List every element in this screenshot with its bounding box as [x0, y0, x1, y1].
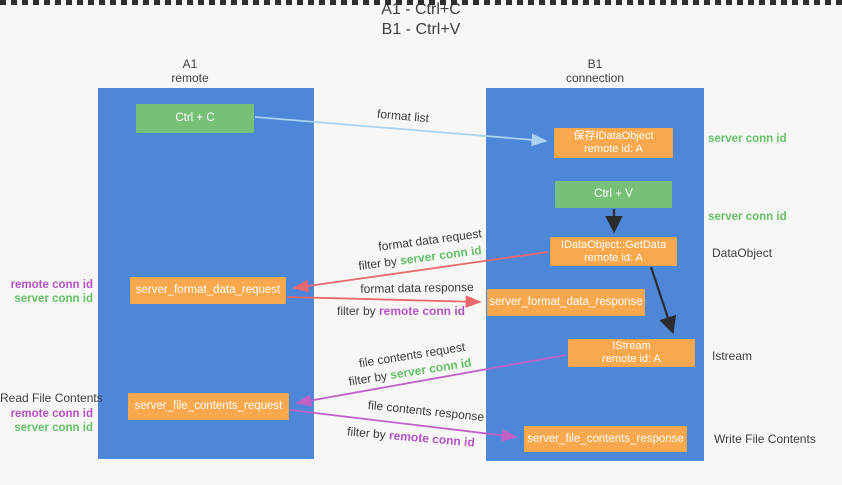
diagram-title: A1 - Ctrl+C B1 - Ctrl+V: [0, 0, 842, 40]
label-format-list: format list: [376, 106, 430, 126]
annotation-read-file-contents: Read File Contents: [0, 391, 103, 405]
node-save-dataobject: 保存IDataObject remote id: A: [554, 128, 673, 158]
annotation-dataobject: DataObject: [712, 246, 773, 260]
annotation-istream: Istream: [712, 349, 753, 363]
node-getdata-line1: IDataObject::GetData: [560, 238, 667, 251]
node-format-request: server_format_data_request: [130, 277, 286, 304]
lane-right-subtitle: connection: [565, 71, 625, 85]
format-data-response-arrow: [286, 295, 482, 308]
label-remote-conn-id-2: remote conn id: [388, 428, 476, 450]
node-format-response-label: server_format_data_response: [489, 296, 643, 308]
label-filter-remote-2: filter by remote conn id: [347, 424, 476, 449]
label-remote-conn-id-1: remote conn id: [379, 304, 466, 318]
node-file-request-label: server_file_contents_request: [134, 400, 283, 412]
node-save-dataobject-line2: remote id: A: [584, 143, 643, 155]
node-file-response-label: server_file_contents_response: [527, 432, 684, 445]
label-filter-by-3: filter by: [347, 368, 392, 389]
node-file-response: server_file_contents_response: [524, 426, 687, 452]
annotation-server-conn-id-1: server conn id: [14, 293, 93, 305]
title-line-1: A1 - Ctrl+C: [381, 1, 461, 18]
node-getdata-line2: remote id: A: [584, 251, 643, 264]
annotation-server-conn-id-mid: server conn id: [708, 211, 787, 223]
label-filter-by-2: filter by: [336, 304, 379, 318]
node-file-request: server_file_contents_request: [128, 393, 289, 420]
node-istream: IStream remote id: A: [568, 339, 695, 367]
label-filter-by-4: filter by: [346, 424, 390, 443]
node-getdata: IDataObject::GetData remote id: A: [550, 237, 677, 266]
label-format-data-response: format data response: [360, 280, 474, 296]
node-ctrl-c: Ctrl + C: [136, 104, 254, 133]
annotation-server-conn-id-top: server conn id: [708, 133, 787, 145]
node-ctrl-c-label: Ctrl + C: [175, 112, 215, 124]
label-filter-by-1: filter by: [357, 253, 402, 274]
node-ctrl-v-label: Ctrl + V: [594, 188, 633, 200]
label-file-contents-response: file contents response: [367, 397, 485, 425]
lane-header-left: A1 remote: [90, 57, 290, 85]
lane-right-name: B1: [587, 57, 603, 71]
lane-header-right: B1 connection: [486, 57, 704, 85]
annotation-server-conn-id-2: server conn id: [14, 422, 93, 434]
annotation-left-conn-ids-1: remote conn id server conn id: [0, 278, 93, 306]
node-istream-line1: IStream: [612, 340, 651, 352]
label-filter-remote-1: filter by remote conn id: [337, 304, 465, 318]
node-istream-line2: remote id: A: [602, 353, 661, 365]
node-ctrl-v: Ctrl + V: [555, 181, 672, 208]
node-format-request-label: server_format_data_request: [135, 284, 281, 296]
node-save-dataobject-line1: 保存IDataObject: [573, 130, 654, 142]
lane-left-name: A1: [182, 57, 198, 71]
annotation-remote-conn-id-2: remote conn id: [10, 408, 93, 420]
annotation-write-file-contents: Write File Contents: [714, 432, 816, 446]
title-line-2: B1 - Ctrl+V: [381, 21, 461, 38]
annotation-remote-conn-id-1: remote conn id: [10, 279, 93, 291]
annotation-left-conn-ids-2: remote conn id server conn id: [0, 407, 93, 435]
node-format-response: server_format_data_response: [487, 289, 645, 316]
lane-left-subtitle: remote: [171, 71, 209, 85]
dashed-separator: [0, 0, 842, 5]
